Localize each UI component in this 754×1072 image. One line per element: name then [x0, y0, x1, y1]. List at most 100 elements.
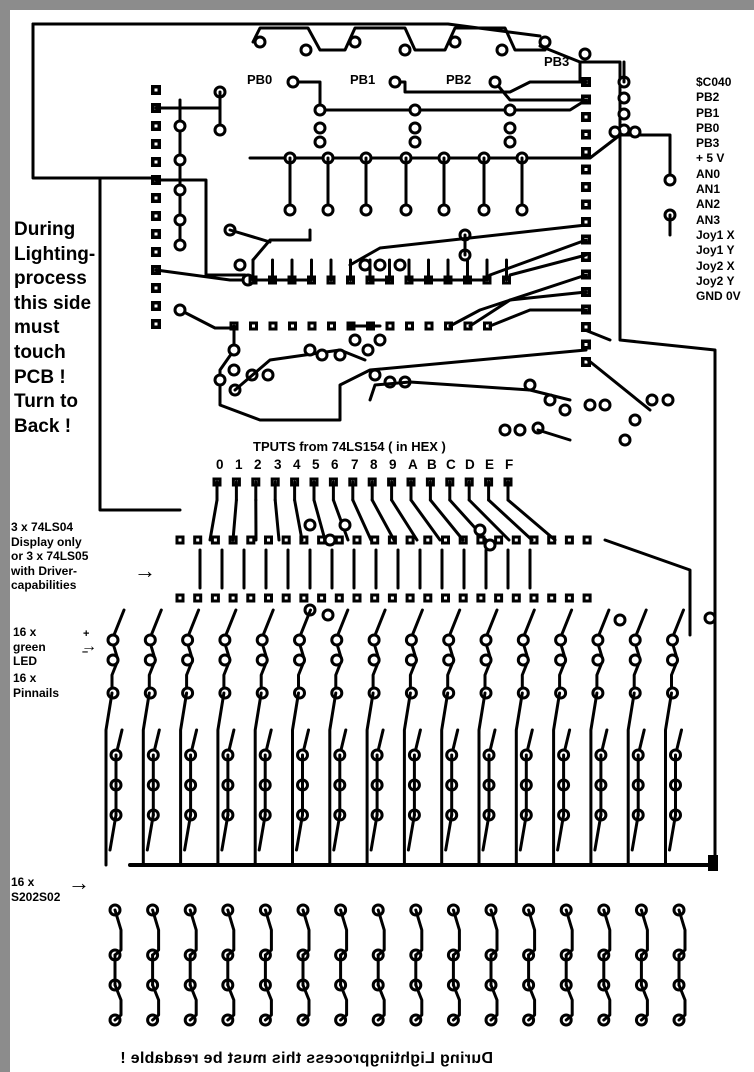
trace — [293, 498, 304, 542]
pad-round — [173, 213, 187, 227]
pad-round — [181, 633, 195, 647]
led-minus-label: – — [82, 646, 89, 658]
arrow-icon: → — [81, 638, 97, 655]
trace — [263, 983, 273, 1022]
pad-round — [437, 203, 451, 217]
pad-round — [645, 393, 659, 407]
trace — [273, 498, 281, 542]
pad-round — [367, 633, 381, 647]
pad-hole — [388, 324, 392, 328]
signal-item: AN0 — [696, 166, 721, 181]
pad-hole — [532, 538, 536, 542]
hex-digit: 7 — [351, 457, 359, 472]
pad-round — [286, 75, 300, 89]
pad-round — [583, 398, 597, 412]
pad-hole — [584, 203, 588, 206]
trace — [31, 22, 542, 38]
pad-hole — [302, 596, 306, 600]
trace — [332, 813, 342, 852]
outputs-title: TPUTS from 74LS154 ( in HEX ) — [253, 439, 446, 454]
hex-digit: 1 — [235, 457, 243, 472]
pad-hole — [154, 304, 158, 308]
trace — [183, 813, 193, 852]
pad-hole — [154, 322, 158, 326]
led-note-line: 16 x — [13, 625, 37, 639]
pad-round — [523, 378, 537, 392]
pad-round — [404, 653, 418, 667]
inverter-note: 3 x 74LS04 Display only or 3 x 74LS05 wi… — [11, 520, 88, 593]
pad-round — [338, 518, 352, 532]
trace — [110, 608, 126, 695]
trace — [301, 983, 311, 1022]
pad-hole — [444, 596, 447, 600]
trace — [451, 983, 461, 1022]
pad-hole — [584, 343, 588, 346]
trace — [233, 348, 367, 392]
pad-hole — [249, 596, 253, 600]
trace — [104, 691, 114, 867]
pad-hole — [213, 596, 217, 600]
trace — [556, 813, 566, 852]
pad-hole — [330, 324, 333, 328]
trace — [409, 498, 442, 542]
pad-hole — [497, 596, 501, 600]
trace — [312, 498, 327, 542]
pad-hole — [584, 150, 588, 154]
arrow-icon: → — [68, 870, 90, 895]
switch-note-line: 16 x — [11, 875, 35, 889]
pad-round — [503, 121, 517, 135]
pad-round — [399, 203, 413, 217]
pad-hole — [355, 538, 359, 542]
pad-hole — [497, 538, 501, 542]
pad-hole — [461, 596, 465, 600]
trace — [402, 691, 412, 867]
pad-round — [313, 103, 327, 117]
pad-round — [554, 653, 568, 667]
pad-round — [483, 538, 497, 552]
pad-hole — [267, 538, 270, 542]
pad-hole — [585, 538, 589, 542]
trace — [390, 498, 419, 542]
side-note-line: must — [14, 317, 60, 339]
pad-round — [613, 613, 627, 627]
pad-hole — [213, 538, 217, 542]
pad-round — [442, 653, 456, 667]
signal-item: GND 0V — [696, 289, 741, 304]
side-note-line: During — [14, 219, 76, 240]
pad-hole — [154, 142, 158, 146]
pad-hole — [373, 596, 377, 600]
pad-round — [253, 35, 267, 49]
trace — [520, 608, 536, 695]
pad-hole — [514, 538, 518, 542]
trace — [527, 983, 537, 1022]
signal-item: Joy2 X — [696, 258, 735, 273]
trace — [506, 498, 557, 542]
trace — [251, 26, 547, 52]
pad-hole — [154, 286, 158, 290]
pad-round — [488, 75, 502, 89]
trace — [602, 983, 612, 1022]
trace — [586, 358, 652, 412]
pad-round — [503, 103, 517, 117]
pad-round — [373, 258, 387, 272]
pad-hole — [390, 596, 394, 600]
pad-hole — [249, 538, 253, 542]
pad-hole — [408, 538, 412, 542]
trace — [369, 813, 379, 852]
trace — [226, 983, 236, 1022]
pad-hole — [154, 232, 158, 236]
hex-digit: 5 — [312, 457, 320, 472]
pad-round — [173, 238, 187, 252]
trace — [393, 80, 588, 94]
pad-round — [106, 633, 120, 647]
trace — [414, 908, 424, 957]
side-note-line: Turn to — [14, 391, 79, 413]
trace — [220, 813, 230, 852]
port-label-pb3: PB3 — [544, 54, 570, 69]
pad-round — [408, 103, 422, 117]
pad-hole — [567, 538, 571, 542]
trace — [368, 380, 572, 402]
pad-round — [283, 203, 297, 217]
pad-round — [666, 633, 679, 647]
pad-round — [321, 608, 335, 622]
